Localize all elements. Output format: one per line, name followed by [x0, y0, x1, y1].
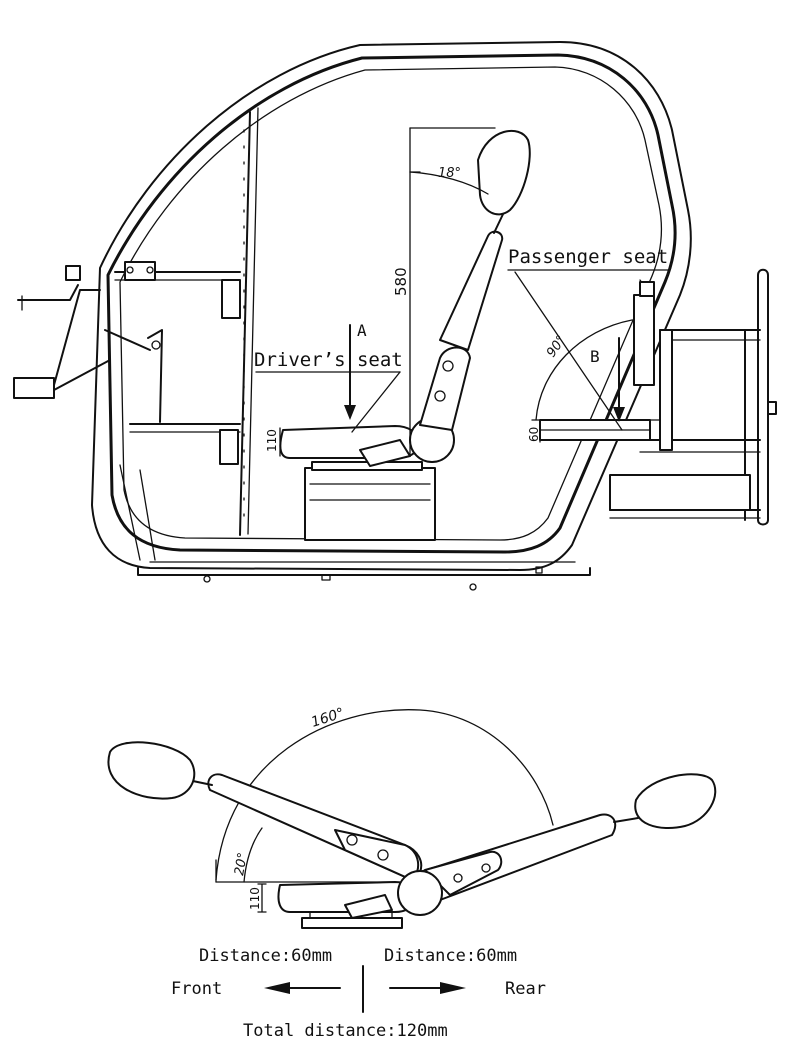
dim-cushion-height-driver: 110: [265, 429, 279, 452]
distance-rear-label: Distance:60mm: [384, 946, 517, 966]
dim-backrest-height: 580: [392, 267, 410, 296]
cab-frame: [13, 41, 777, 591]
distance-legend: Distance:60mm Distance:60mm Front Rear T…: [171, 946, 546, 1041]
front-label: Front: [171, 979, 222, 999]
angle-forward: 20°: [232, 851, 251, 876]
rear-arrow-icon: [389, 982, 466, 994]
dim-cushion-height-passenger: 60: [527, 427, 541, 442]
label-b: B: [590, 347, 600, 366]
dim-cushion-height-bottom: 110: [248, 887, 262, 910]
driver-seat-label: Driver’s seat: [254, 349, 403, 371]
angle-backrest-tilt: 18°: [438, 166, 461, 181]
top-annotations: 580 18° A Driver’s seat 110 Passenger se…: [254, 127, 669, 457]
recline-diagram: 160° 20° 110: [107, 705, 717, 929]
angle-recline-range: 160°: [309, 705, 346, 731]
passenger-seat-label: Passenger seat: [508, 246, 668, 268]
rear-label: Rear: [505, 979, 546, 999]
front-arrow-icon: [264, 982, 341, 994]
total-distance-label: Total distance:120mm: [243, 1021, 448, 1041]
label-a: A: [357, 321, 367, 340]
passenger-seat: [539, 419, 651, 441]
distance-front-label: Distance:60mm: [199, 946, 332, 966]
driver-seat: [279, 129, 531, 541]
